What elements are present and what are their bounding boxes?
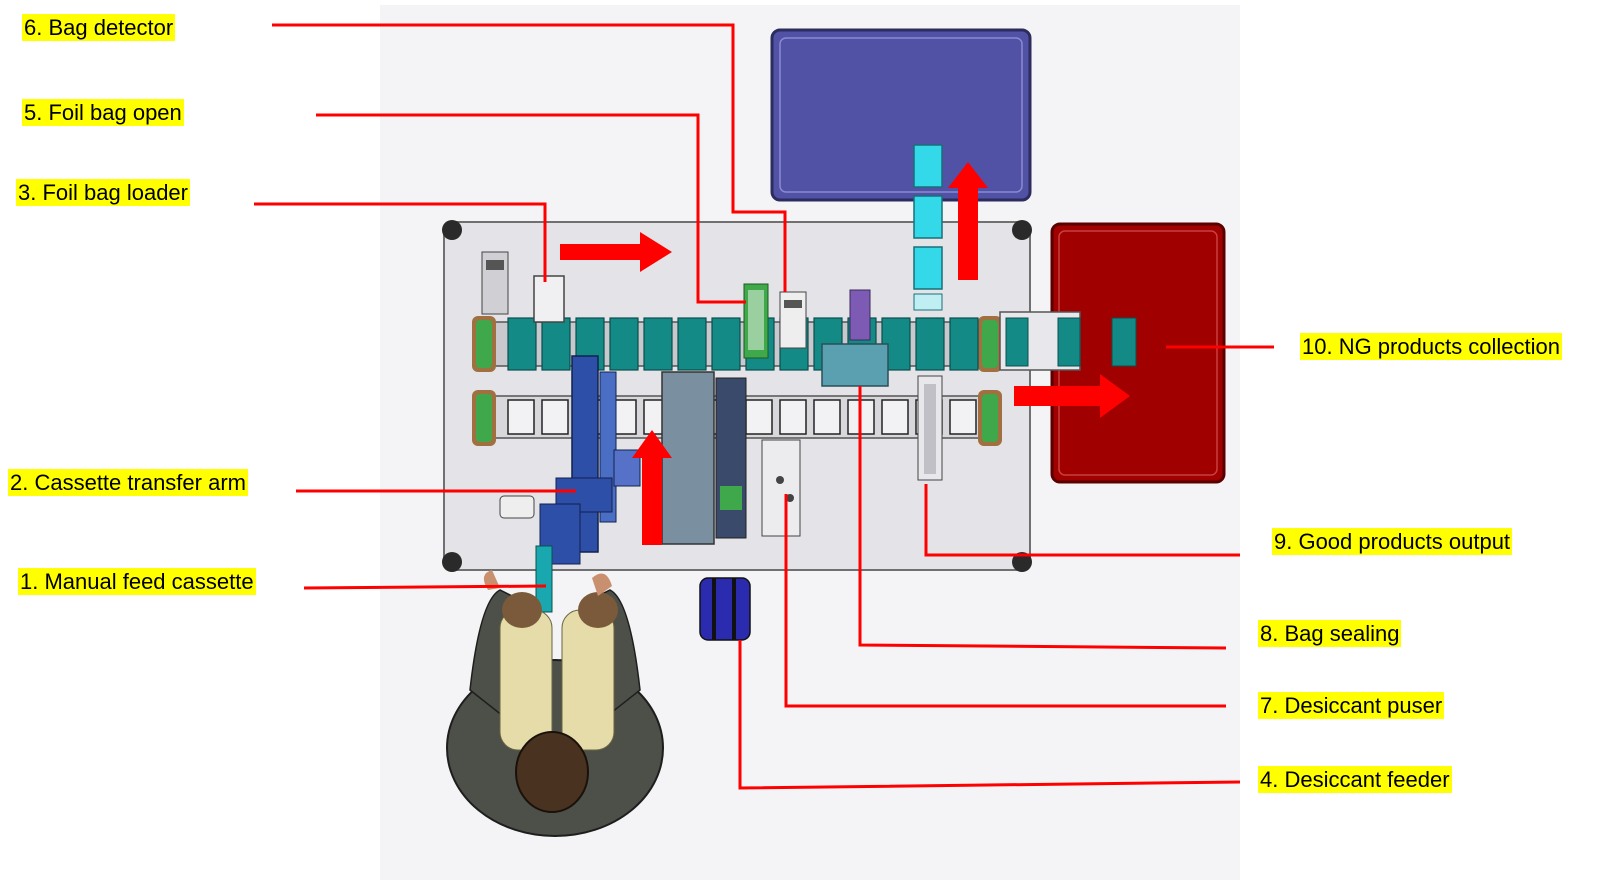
leader-bag-sealing (858, 386, 1227, 650)
conveyor-slot (507, 317, 537, 371)
return-carrier (881, 399, 909, 435)
callout-bag-sealing: 8. Bag sealing (1258, 620, 1402, 647)
conveyor-slot (609, 317, 639, 371)
callout-desiccant-puser: 7. Desiccant puser (1258, 692, 1445, 719)
flow-arrow-up-output (948, 162, 988, 280)
ng-products-bin (1050, 222, 1226, 484)
return-carrier (813, 399, 841, 435)
leader-bag-detector (272, 23, 787, 292)
bag-sealing-unit (821, 289, 889, 387)
leader-manual-feed-cassette (303, 584, 547, 590)
leader-lines (254, 23, 1274, 790)
flow-arrow-up (632, 430, 672, 545)
callout-ng-products-collection: 10. NG products collection (1300, 333, 1563, 360)
return-carrier (507, 399, 535, 435)
callout-desiccant-feeder: 4. Desiccant feeder (1258, 766, 1452, 793)
desiccant-pusher-unit (761, 439, 801, 537)
conveyor-slot (711, 317, 741, 371)
foil-bag-loader-unit (481, 251, 565, 323)
conveyor-slot (915, 317, 945, 371)
flow-arrow-right-ng (1014, 374, 1130, 418)
conveyor-slot (677, 317, 707, 371)
leader-foil-bag-open (316, 113, 746, 304)
corner-foot (442, 220, 462, 240)
ng-chute (999, 311, 1137, 371)
conveyor-slot (643, 317, 673, 371)
return-carrier (745, 399, 773, 435)
return-carrier (541, 399, 569, 435)
callout-good-products-output: 9. Good products output (1272, 528, 1513, 555)
bag-detector-unit (779, 291, 807, 349)
corner-foot (1012, 552, 1032, 572)
operator-figure (446, 570, 664, 837)
foil-bag-open-unit (743, 283, 769, 359)
ng-carton (1111, 317, 1137, 367)
conveyor-slot (541, 317, 571, 371)
good-products-bin (770, 28, 1032, 202)
good-output-pusher (917, 375, 943, 481)
flow-arrow-right (560, 232, 672, 272)
flow-arrows (560, 162, 1130, 545)
leader-foil-bag-loader (254, 202, 547, 282)
corner-foot (442, 552, 462, 572)
manual-feed-cassette-unit (535, 545, 553, 613)
leader-desiccant-feeder (738, 640, 1241, 790)
callout-bag-detector: 6. Bag detector (22, 14, 176, 41)
callout-foil-bag-open: 5. Foil bag open (22, 99, 184, 126)
good-output-stack (913, 144, 943, 311)
return-carrier (779, 399, 807, 435)
return-carrier (949, 399, 977, 435)
callout-foil-bag-loader: 3. Foil bag loader (16, 179, 190, 206)
leader-desiccant-puser (784, 494, 1226, 708)
conveyor-slot (949, 317, 979, 371)
leader-good-products-output (924, 484, 1240, 557)
callout-manual-feed-cassette: 1. Manual feed cassette (18, 568, 256, 595)
operator-head (515, 731, 589, 813)
callout-cassette-transfer-arm: 2. Cassette transfer arm (8, 469, 248, 496)
corner-foot (1012, 220, 1032, 240)
